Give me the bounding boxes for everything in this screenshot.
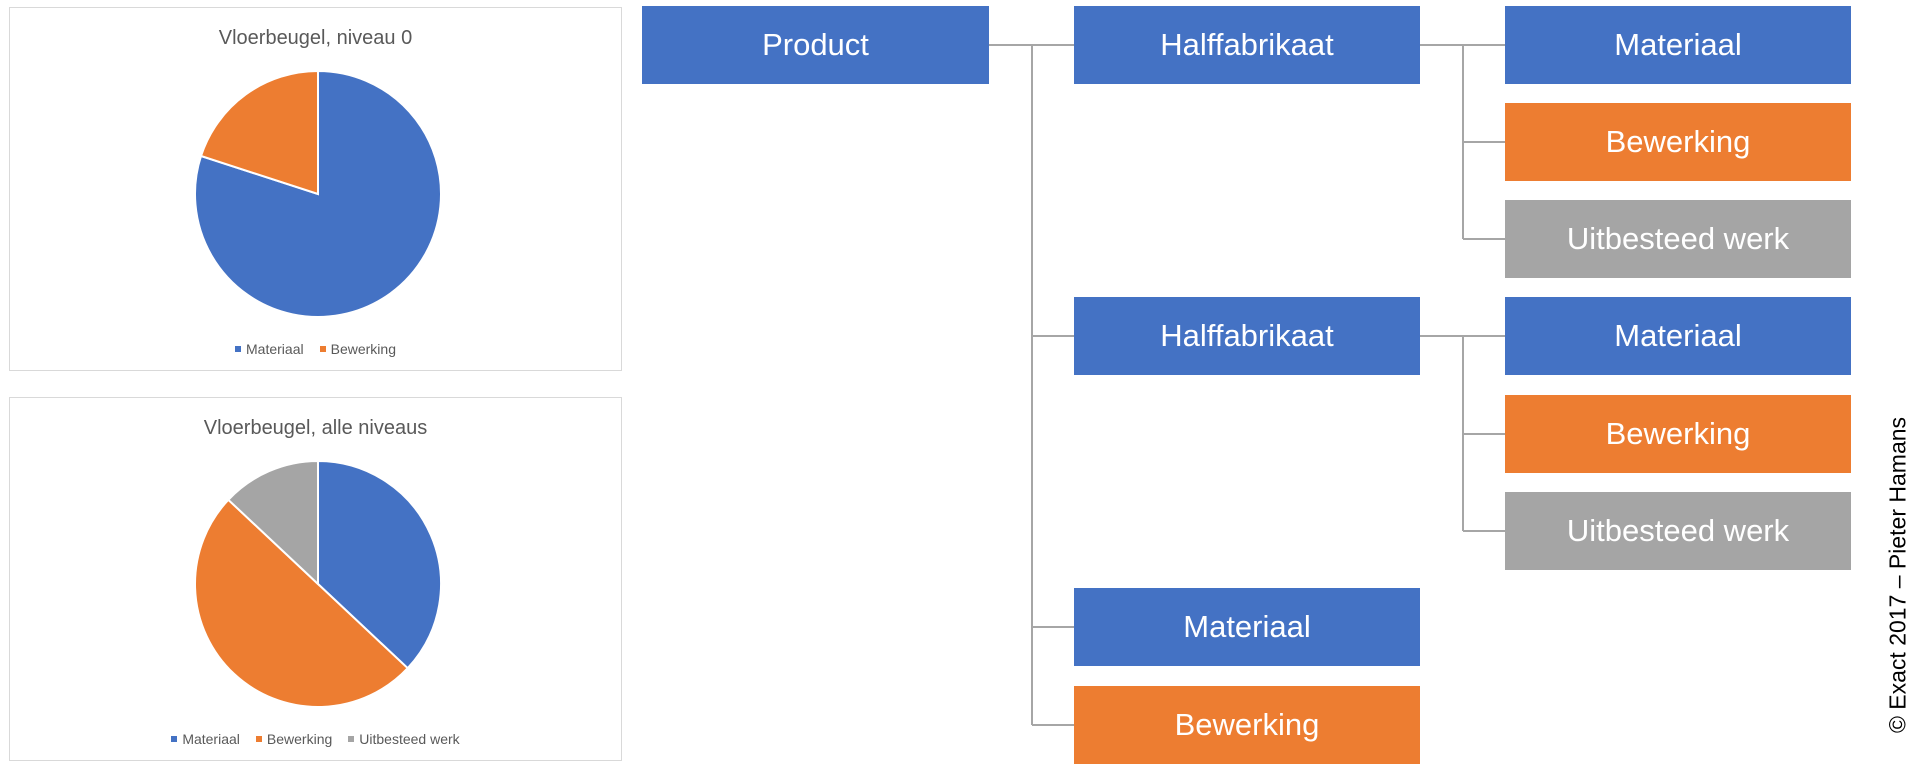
chart-legend: Materiaal Bewerking Uitbesteed werk xyxy=(10,731,621,747)
uitbesteed-werk-node-2a: Uitbesteed werk xyxy=(1505,492,1851,570)
legend-item: Materiaal xyxy=(171,731,240,747)
legend-label: Bewerking xyxy=(266,731,333,747)
halffabrikaat-node-2: Halffabrikaat xyxy=(1074,297,1420,375)
pie-svg xyxy=(194,459,442,708)
bewerking-node-2a: Bewerking xyxy=(1505,395,1851,473)
legend-label: Materiaal xyxy=(182,731,240,747)
legend-item: Bewerking xyxy=(255,731,333,747)
legend-swatch xyxy=(235,346,242,353)
copyright-text: © Exact 2017 – Pieter Hamans xyxy=(1884,416,1911,734)
pie-chart-alle-niveaus: Vloerbeugel, alle niveaus Materiaal Bewer… xyxy=(9,397,622,761)
legend-item: Bewerking xyxy=(319,341,396,357)
chart-title: Vloerbeugel, niveau 0 xyxy=(218,27,413,49)
bewerking-node-root: Bewerking xyxy=(1074,686,1420,764)
legend-swatch xyxy=(348,736,355,743)
materiaal-node-1a: Materiaal xyxy=(1505,6,1851,84)
legend-item: Uitbesteed werk xyxy=(348,731,460,747)
chart-legend: Materiaal Bewerking xyxy=(10,341,621,357)
halffabrikaat-node-1: Halffabrikaat xyxy=(1074,6,1420,84)
materiaal-node-root: Materiaal xyxy=(1074,588,1420,666)
pie-chart-niveau-0: Vloerbeugel, niveau 0 Materiaal Bewerking xyxy=(9,7,622,371)
pie-svg xyxy=(194,69,442,318)
bewerking-node-1a: Bewerking xyxy=(1505,103,1851,181)
uitbesteed-werk-node-1a: Uitbesteed werk xyxy=(1505,200,1851,278)
legend-swatch xyxy=(255,736,262,743)
pie-slice-bewerking xyxy=(199,69,319,196)
chart-title: Vloerbeugel, alle niveaus xyxy=(203,417,428,439)
legend-item: Materiaal xyxy=(235,341,304,357)
legend-swatch xyxy=(319,346,326,353)
legend-label: Uitbesteed werk xyxy=(359,731,460,747)
legend-label: Materiaal xyxy=(246,341,304,357)
pie-slice-bewerking xyxy=(194,498,410,708)
pie-slice-materiaal xyxy=(317,459,442,670)
product-node: Product xyxy=(642,6,989,84)
legend-label: Bewerking xyxy=(330,341,396,357)
pie-slice-uitbesteed-werk xyxy=(226,459,319,587)
legend-swatch xyxy=(171,736,178,743)
materiaal-node-2a: Materiaal xyxy=(1505,297,1851,375)
